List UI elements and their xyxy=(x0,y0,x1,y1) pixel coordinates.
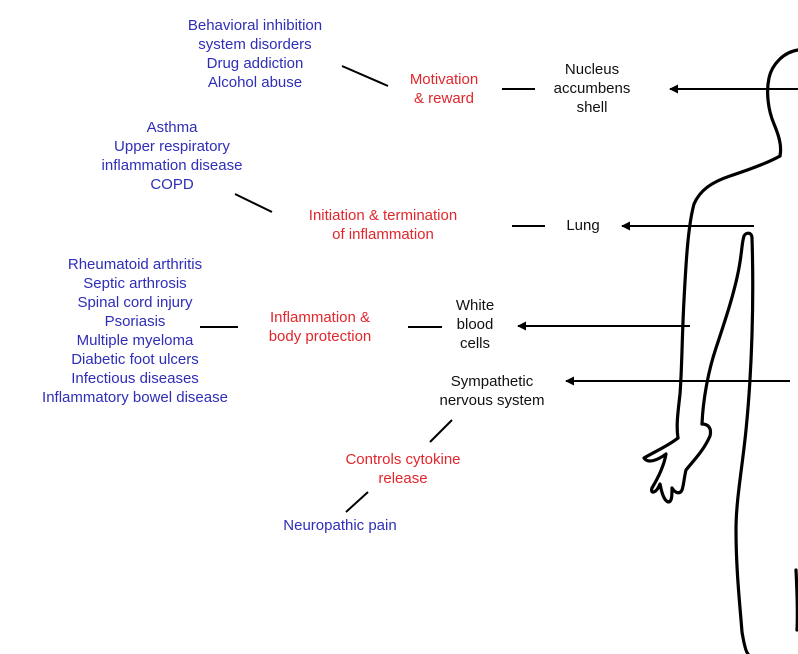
organ-line: blood xyxy=(456,315,494,334)
organ-line: Lung xyxy=(566,216,599,235)
disease-item: Drug addiction xyxy=(188,54,322,73)
thigh-line xyxy=(796,570,797,630)
disease-item: inflammation disease xyxy=(102,156,243,175)
head-outline xyxy=(768,50,798,156)
disease-item: system disorders xyxy=(188,35,322,54)
leader-lung-disease xyxy=(235,194,272,212)
sns-organ-label: Sympathetic nervous system xyxy=(439,372,544,410)
function-line: Motivation xyxy=(410,70,478,89)
disease-item: Alcohol abuse xyxy=(188,73,322,92)
sns-function-label: Controls cytokine release xyxy=(345,450,460,488)
lung-disease-list: Asthma Upper respiratory inflammation di… xyxy=(102,118,243,194)
nucleus-organ-label: Nucleus accumbens shell xyxy=(554,60,631,117)
organ-line: cells xyxy=(456,334,494,353)
leader-nucleus-disease xyxy=(342,66,388,86)
wbc-organ-label: White blood cells xyxy=(456,296,494,353)
human-body-outline xyxy=(644,50,798,654)
lung-function-label: Initiation & termination of inflammation xyxy=(309,206,457,244)
lung-organ-label: Lung xyxy=(566,216,599,235)
function-line: Initiation & termination xyxy=(309,206,457,225)
inner-arm-outline xyxy=(702,233,752,424)
wbc-disease-list: Rheumatoid arthritis Septic arthrosis Sp… xyxy=(42,255,228,407)
neck-shoulder-arm-outline xyxy=(677,156,780,438)
leader-lines xyxy=(200,66,545,512)
organ-line: Nucleus xyxy=(554,60,631,79)
disease-item: Multiple myeloma xyxy=(42,331,228,350)
disease-item: Asthma xyxy=(102,118,243,137)
wbc-function-label: Inflammation & body protection xyxy=(269,308,372,346)
disease-item: Septic arthrosis xyxy=(42,274,228,293)
disease-item: Inflammatory bowel disease xyxy=(42,388,228,407)
disease-item: Neuropathic pain xyxy=(283,516,396,535)
function-line: Inflammation & xyxy=(269,308,372,327)
disease-item: Upper respiratory xyxy=(102,137,243,156)
function-line: & reward xyxy=(410,89,478,108)
disease-item: Rheumatoid arthritis xyxy=(42,255,228,274)
organ-line: accumbens xyxy=(554,79,631,98)
nucleus-function-label: Motivation & reward xyxy=(410,70,478,108)
function-line: release xyxy=(345,469,460,488)
organ-line: White xyxy=(456,296,494,315)
leader-sns-disease xyxy=(346,492,368,512)
disease-item: Psoriasis xyxy=(42,312,228,331)
function-line: of inflammation xyxy=(309,225,457,244)
function-line: body protection xyxy=(269,327,372,346)
organ-line: shell xyxy=(554,98,631,117)
leader-sns-function xyxy=(430,420,452,442)
disease-item: Behavioral inhibition xyxy=(188,16,322,35)
body-arrows xyxy=(518,89,798,381)
torso-leg-outline xyxy=(736,238,753,654)
disease-item: Spinal cord injury xyxy=(42,293,228,312)
disease-item: COPD xyxy=(102,175,243,194)
sns-disease-list: Neuropathic pain xyxy=(283,516,396,535)
disease-item: Diabetic foot ulcers xyxy=(42,350,228,369)
disease-item: Infectious diseases xyxy=(42,369,228,388)
organ-line: Sympathetic xyxy=(439,372,544,391)
organ-line: nervous system xyxy=(439,391,544,410)
function-line: Controls cytokine xyxy=(345,450,460,469)
nucleus-disease-list: Behavioral inhibition system disorders D… xyxy=(188,16,322,92)
